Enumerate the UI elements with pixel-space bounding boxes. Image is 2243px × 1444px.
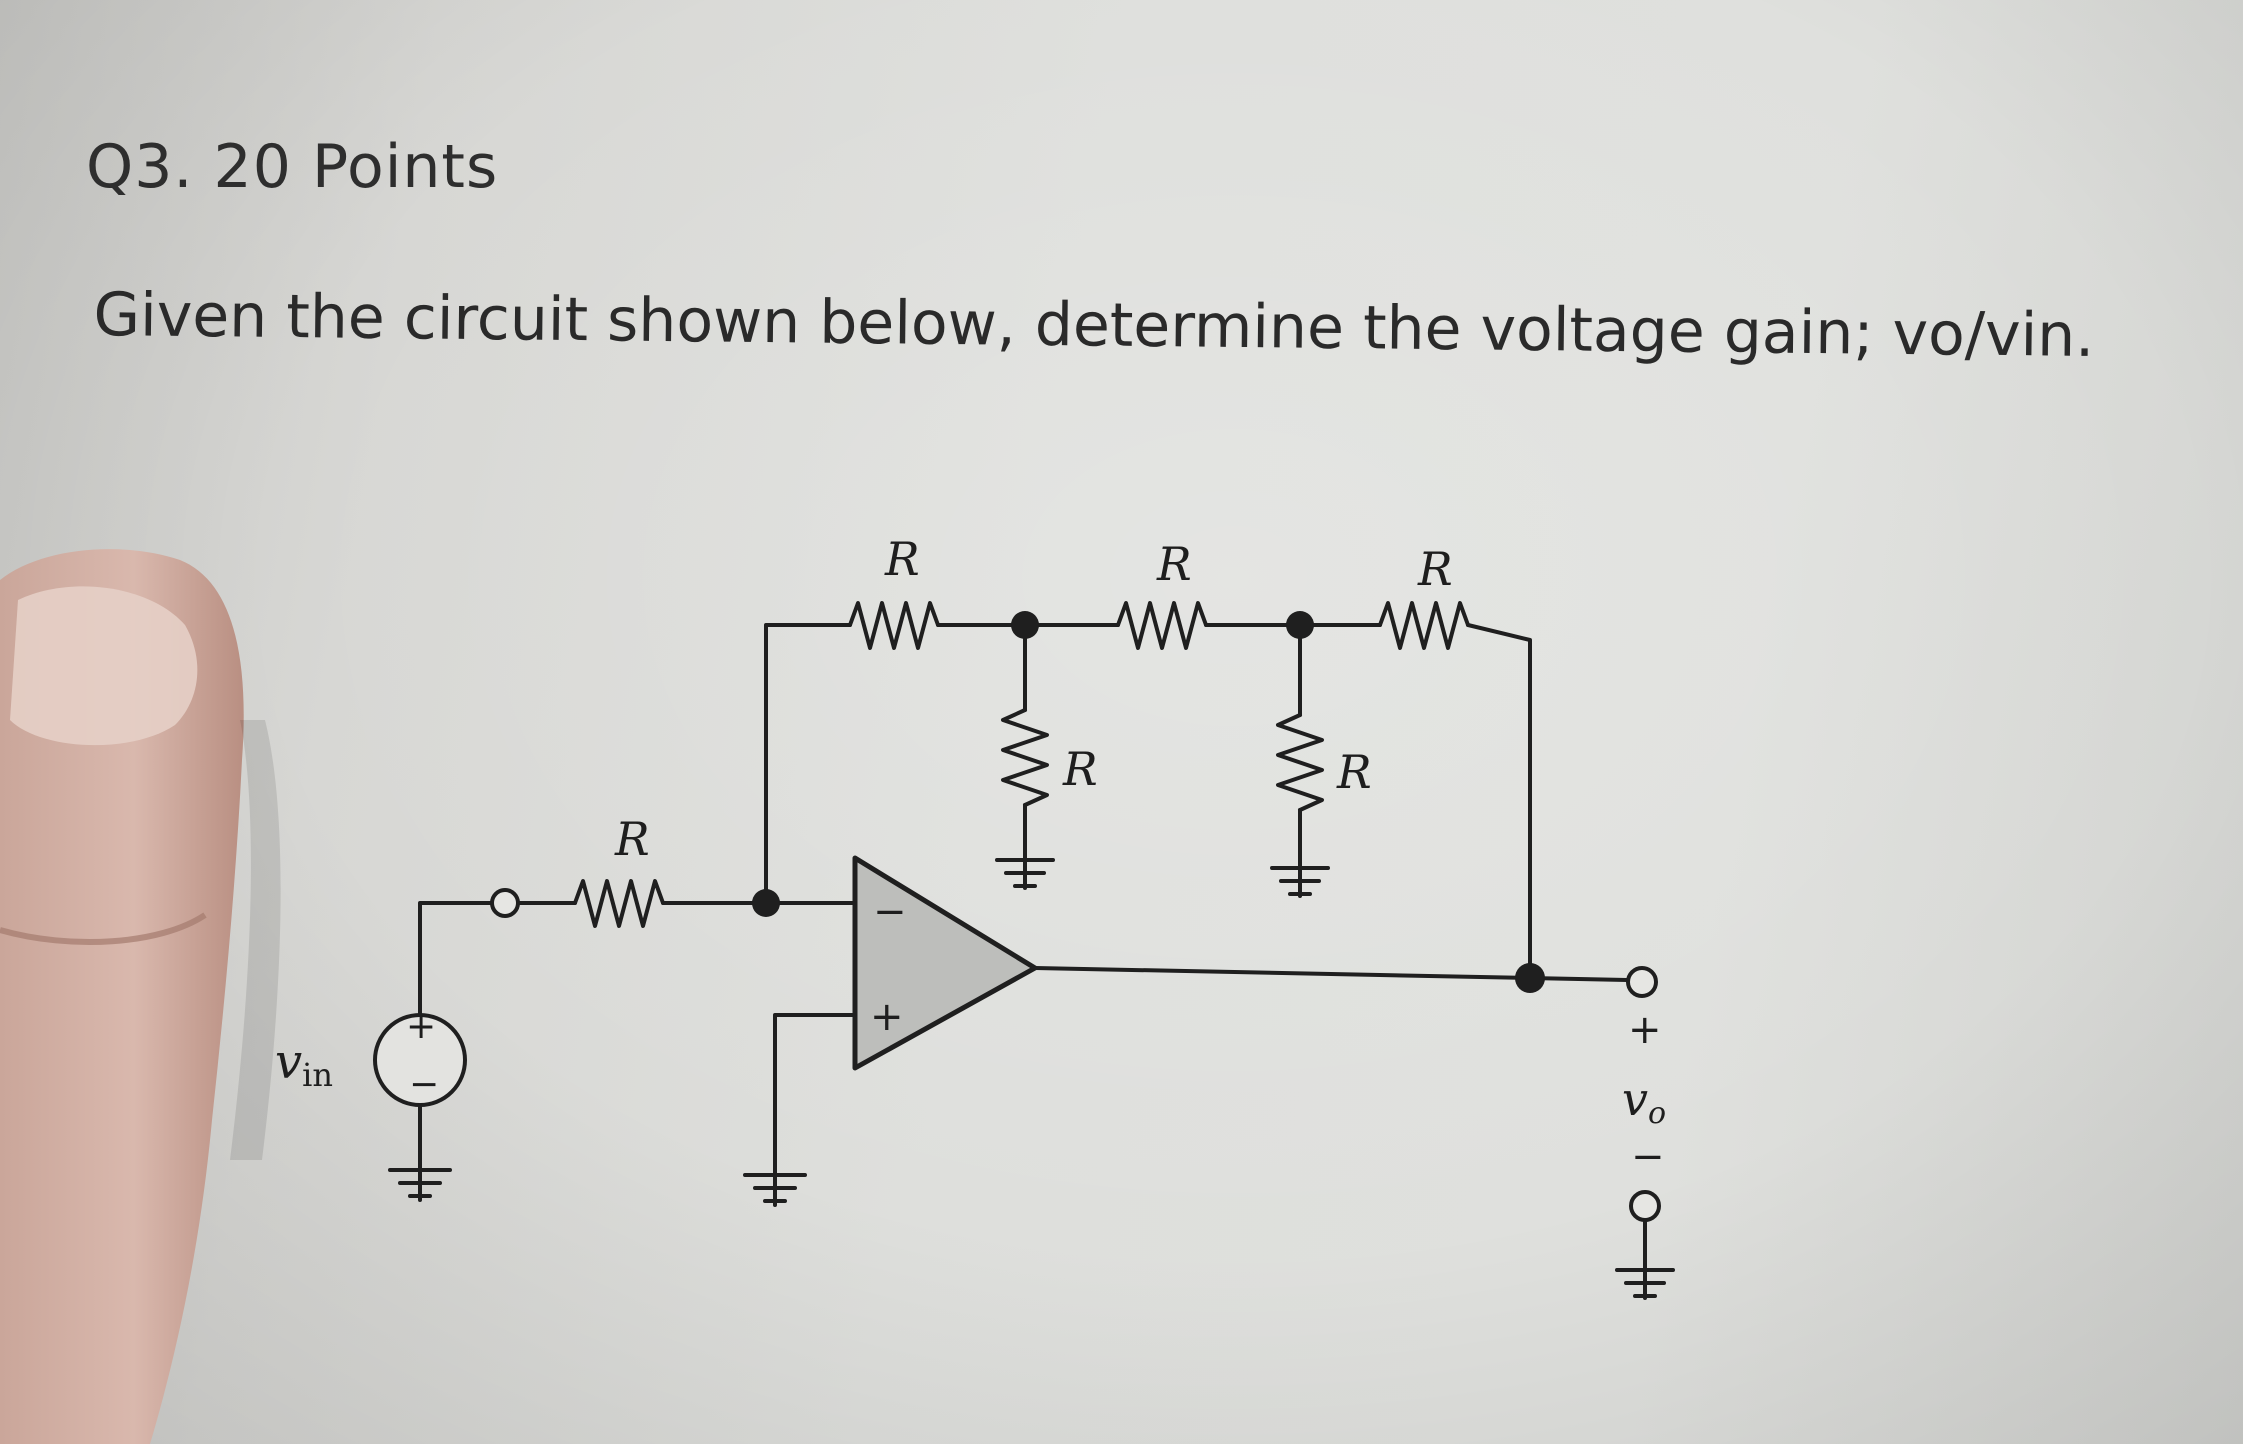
label-r-shunt-2: R bbox=[1336, 745, 1372, 799]
op-amp bbox=[852, 855, 1038, 1071]
label-vo-symbol: v bbox=[1622, 1072, 1648, 1126]
input-terminal bbox=[490, 888, 520, 918]
label-vin-symbol: v bbox=[275, 1034, 302, 1090]
label-vin: vin bbox=[275, 1034, 333, 1094]
ground-noninverting bbox=[743, 1173, 807, 1207]
junction-top-1 bbox=[1011, 611, 1039, 639]
output-minus-sign: − bbox=[1631, 1134, 1665, 1180]
label-r-top-1: R bbox=[884, 532, 920, 586]
wire-noninverting bbox=[773, 1013, 857, 1177]
resistor-top-2 bbox=[1116, 601, 1208, 650]
ground-source bbox=[388, 1168, 452, 1202]
resistor-shunt-1 bbox=[1001, 708, 1049, 807]
label-r-top-3: R bbox=[1417, 542, 1453, 596]
ground-shunt-1 bbox=[995, 858, 1055, 890]
resistor-top-3 bbox=[1378, 601, 1470, 650]
op-amp-minus-sign: − bbox=[873, 889, 907, 935]
resistor-shunt-2 bbox=[1276, 713, 1324, 812]
resistor-input bbox=[573, 879, 665, 928]
junction-output bbox=[1515, 963, 1545, 993]
output-terminal-plus bbox=[1626, 966, 1658, 998]
junction-top-2 bbox=[1286, 611, 1314, 639]
source-plus-sign: + bbox=[406, 1006, 436, 1047]
label-vo-subscript: o bbox=[1648, 1096, 1666, 1131]
label-r-input: R bbox=[614, 812, 650, 866]
label-r-top-2: R bbox=[1156, 537, 1192, 591]
question-title: Q3. 20 Points bbox=[86, 132, 499, 202]
wire-input-left bbox=[418, 901, 494, 1017]
junction-inverting bbox=[752, 889, 780, 917]
label-r-shunt-1: R bbox=[1062, 742, 1098, 796]
output-plus-sign: + bbox=[1628, 1007, 1662, 1053]
wire-top-right bbox=[1466, 623, 1532, 980]
op-amp-plus-sign: + bbox=[870, 994, 904, 1040]
wire-top-left bbox=[764, 623, 852, 905]
label-vin-subscript: in bbox=[302, 1056, 333, 1094]
resistor-top-1 bbox=[848, 601, 940, 650]
ground-shunt-2 bbox=[1270, 866, 1330, 898]
label-vo: vo bbox=[1622, 1072, 1666, 1131]
output-terminal-minus bbox=[1629, 1190, 1661, 1222]
ground-output bbox=[1615, 1268, 1675, 1300]
source-minus-sign: − bbox=[409, 1064, 439, 1105]
